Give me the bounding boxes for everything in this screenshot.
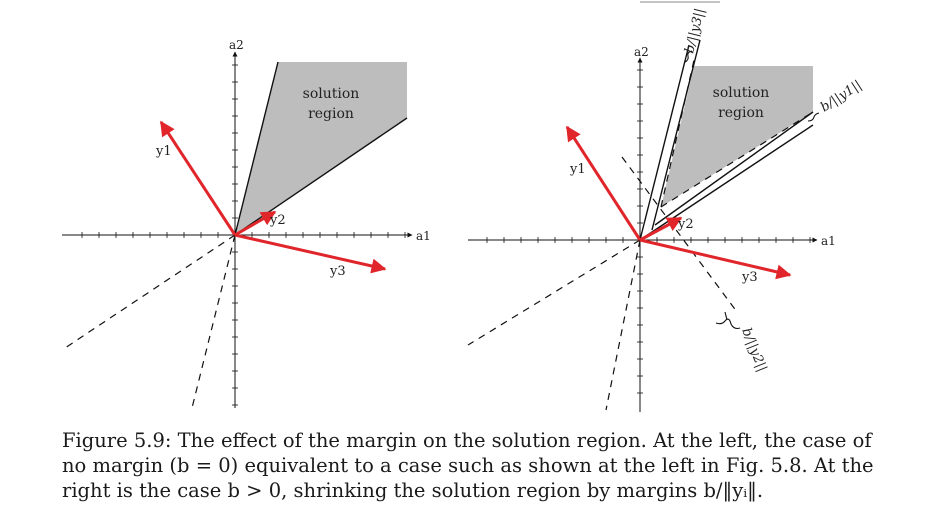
left-vector-y3 xyxy=(234,233,387,274)
left-region-label-1: solution xyxy=(303,86,360,102)
right-label-y3: y3 xyxy=(741,270,758,285)
left-dashed-line-1 xyxy=(61,234,236,351)
left-axis-ticks xyxy=(81,64,406,406)
right-margin-label-y1: b/||y1|| xyxy=(818,78,865,116)
right-label-a2: a2 xyxy=(634,45,649,59)
right-dashed-line-1 xyxy=(467,239,641,346)
left-region-label-2: region xyxy=(308,106,354,122)
right-region-label-2: region xyxy=(718,105,764,121)
right-brace-y3 xyxy=(684,50,693,63)
left-vector-y2 xyxy=(234,210,277,237)
figure-diagram: a2 a1 y1 y2 y3 solution region xyxy=(61,1,865,412)
figure-caption: Figure 5.9: The effect of the margin on … xyxy=(62,428,892,503)
right-dashed-offset-y2 xyxy=(621,156,738,313)
right-vector-y1 xyxy=(565,125,642,241)
caption-line-3: right is the case b > 0, shrinking the s… xyxy=(62,479,764,502)
right-label-y2: y2 xyxy=(677,217,694,232)
left-label-a2: a2 xyxy=(229,38,244,52)
caption-line-1: Figure 5.9: The effect of the margin on … xyxy=(62,429,872,452)
right-vector-y2 xyxy=(639,216,683,242)
left-label-y3: y3 xyxy=(329,264,346,279)
right-margin-boundary-y1 xyxy=(654,111,814,226)
right-brace-y2 xyxy=(715,311,741,330)
right-margin-boundary-y3 xyxy=(651,39,701,231)
caption-line-2: no margin (b = 0) equivalent to a case s… xyxy=(62,454,874,477)
right-dashed-line-2 xyxy=(605,239,641,411)
right-dashed-offset-y1 xyxy=(660,111,814,208)
right-panel: a2 a1 y1 y2 y3 solution region b/||y3|| … xyxy=(467,1,865,412)
right-vector-y3 xyxy=(639,238,792,280)
left-label-y2: y2 xyxy=(269,213,286,228)
left-boundary-upper xyxy=(234,61,279,236)
right-brace-y1 xyxy=(807,112,820,122)
right-region-label-1: solution xyxy=(713,85,770,101)
right-margin-label-y2: b/||y2|| xyxy=(738,326,769,374)
left-solution-region xyxy=(235,62,407,235)
right-label-y1: y1 xyxy=(569,162,586,177)
right-label-a1: a1 xyxy=(821,234,836,248)
right-boundary-upper xyxy=(639,44,690,241)
right-axis-ticks xyxy=(486,69,811,394)
left-dashed-line-2 xyxy=(191,234,236,409)
right-margin-label-y3: b/||y3|| xyxy=(682,7,708,55)
left-vector-y1 xyxy=(159,120,237,236)
left-panel: a2 a1 y1 y2 y3 solution region xyxy=(61,38,431,409)
right-solution-region xyxy=(661,66,813,207)
left-label-y1: y1 xyxy=(155,144,172,159)
left-label-a1: a1 xyxy=(416,229,431,243)
